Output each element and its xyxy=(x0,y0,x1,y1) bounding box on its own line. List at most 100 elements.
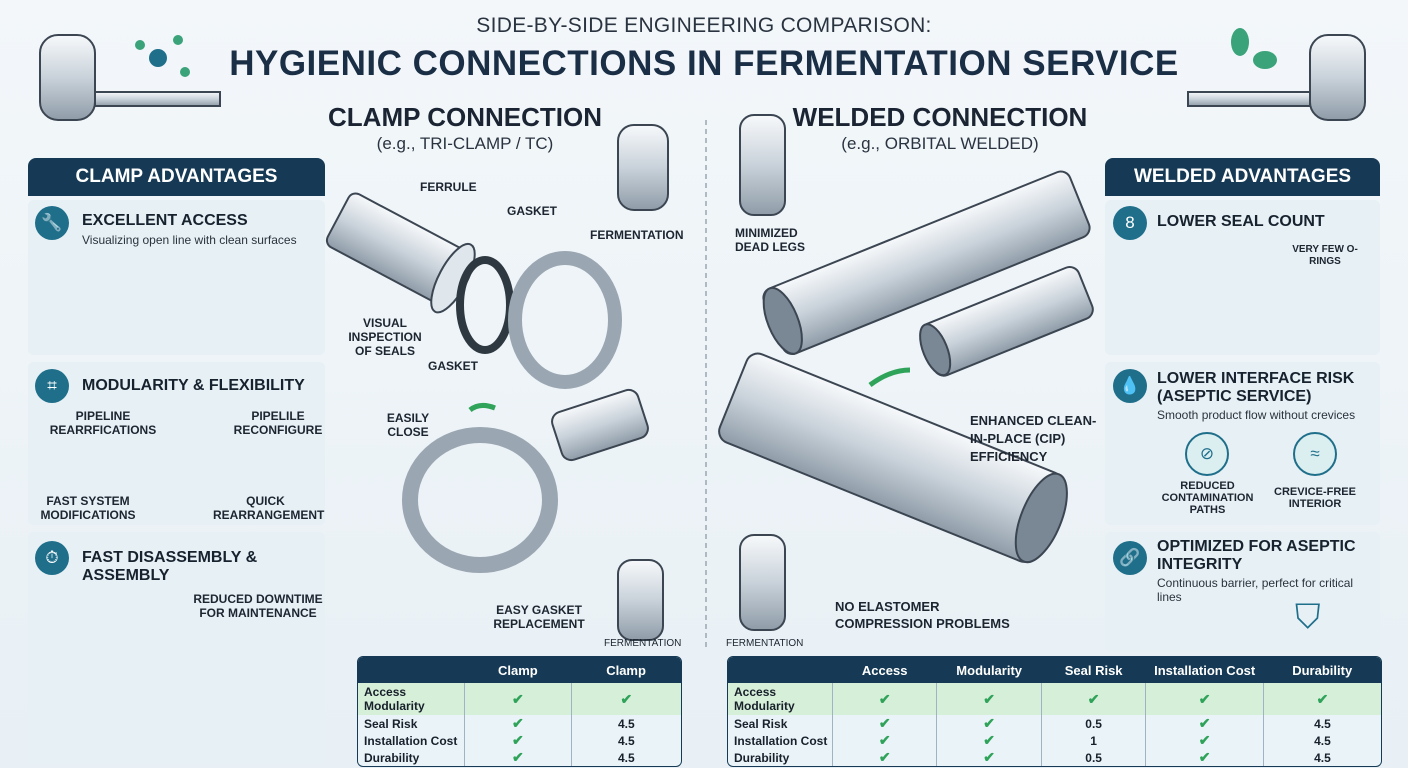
card-subtitle: Visualizing open line with clean surface… xyxy=(82,233,297,247)
label: REDUCED CONTAMINATION PATHS xyxy=(1161,480,1254,516)
callout-fermentation: FERMENTATION xyxy=(590,228,684,242)
check-icon: ✔ xyxy=(464,683,572,715)
droplet-icon: 💧 xyxy=(1113,369,1147,403)
header-kicker: SIDE-BY-SIDE ENGINEERING COMPARISON: xyxy=(476,14,932,37)
page-title: HYGIENIC CONNECTIONS IN FERMENTATION SER… xyxy=(229,44,1179,83)
table-cell: 4.5 xyxy=(1262,749,1381,766)
card-aseptic-integrity: 🔗 OPTIMIZED FOR ASEPTIC INTEGRITY Contin… xyxy=(1105,532,1380,652)
welded-pipe-upper xyxy=(762,170,1091,356)
table-cell: 4.5 xyxy=(570,732,681,749)
callout-fermentation: FERMENTATION xyxy=(726,638,804,649)
callout-ferrule: FERRULE xyxy=(420,180,477,194)
microbe-icon xyxy=(1231,28,1277,69)
table-row: Installation Cost ✔4.5 xyxy=(358,732,681,749)
check-icon: ✔ xyxy=(936,715,1042,732)
card-title: OPTIMIZED FOR ASEPTIC INTEGRITY xyxy=(1157,538,1356,573)
column-header: Installation Cost xyxy=(1145,657,1264,683)
column-header: Clamp xyxy=(571,657,681,683)
crevice-free-icon: ≈ xyxy=(1293,432,1337,476)
table-cell: Seal Risk xyxy=(734,716,788,731)
check-icon: ✔ xyxy=(464,749,572,766)
callout-fermentation: FERMENTATION xyxy=(604,638,682,649)
shield-check-icon: ⛉ xyxy=(1295,598,1321,636)
table-cell: Access Modularity xyxy=(358,683,465,715)
card-title: EXCELLENT ACCESS xyxy=(82,212,248,229)
card-excellent-access: 🔧 EXCELLENT ACCESS Visualizing open line… xyxy=(28,200,325,355)
table-row: Access Modularity✔✔ xyxy=(358,683,681,715)
check-icon: ✔ xyxy=(831,683,937,715)
seal-icon: 8 xyxy=(1113,206,1147,240)
table-cell: 4.5 xyxy=(1262,715,1381,732)
table-row: Seal Risk✔✔0.5✔4.5 xyxy=(728,715,1381,732)
card-title: LOWER INTERFACE RISK (ASEPTIC SERVICE) xyxy=(1157,370,1355,405)
card-fast-disassembly: ⏱ FAST DISASSEMBLY & ASSEMBLY REDUCED DO… xyxy=(28,532,325,764)
welded-advantages-panel: WELDED ADVANTAGES xyxy=(1105,158,1380,196)
table-cell: 4.5 xyxy=(1262,732,1381,749)
table-cell: 0.5 xyxy=(1040,749,1146,766)
card-title: FAST DISASSEMBLY & ASSEMBLY xyxy=(82,549,258,584)
table-row: Seal Risk ✔4.5 xyxy=(358,715,681,732)
label: VERY FEW O-RINGS xyxy=(1292,244,1358,267)
table-cell: 1 xyxy=(1040,732,1146,749)
check-icon: ✔ xyxy=(1145,715,1264,732)
clamp-closed xyxy=(402,427,558,573)
card-title: MODULARITY & FLEXIBILITY xyxy=(82,377,305,394)
callout-cip-efficiency: ENHANCED CLEAN-IN-PLACE (CIP) EFFICIENCY xyxy=(970,413,1097,464)
table-cell: Installation Cost xyxy=(364,733,458,748)
fermentation-tank-icon xyxy=(39,34,221,121)
callout-no-elastomer: NO ELASTOMER COMPRESSION PROBLEMS xyxy=(835,599,1010,631)
stopwatch-icon: ⏱ xyxy=(35,541,69,575)
callout-visual-inspection: VISUAL INSPECTION OF SEALS xyxy=(348,316,422,358)
check-icon: ✔ xyxy=(1145,749,1264,766)
table-row: Installation Cost✔✔1✔4.5 xyxy=(728,732,1381,749)
table-cell: 4.5 xyxy=(570,749,681,766)
check-icon: ✔ xyxy=(1145,683,1264,715)
card-title: LOWER SEAL COUNT xyxy=(1157,213,1325,230)
table-cell: Durability xyxy=(364,750,420,765)
column-header: Clamp xyxy=(464,657,572,683)
no-contamination-icon: ⊘ xyxy=(1185,432,1229,476)
clamp-section-title: CLAMP CONNECTION xyxy=(328,102,602,132)
check-icon: ✔ xyxy=(464,732,572,749)
callout-gasket: GASKET xyxy=(507,204,558,218)
check-icon: ✔ xyxy=(831,715,937,732)
check-icon: ✔ xyxy=(936,732,1042,749)
fermentation-tank-icon xyxy=(617,114,786,641)
table-cell: Durability xyxy=(734,750,790,765)
molecule-icon xyxy=(135,35,190,77)
clamp-advantages-panel: CLAMP ADVANTAGES xyxy=(28,158,325,196)
check-icon: ✔ xyxy=(1040,683,1146,715)
table-cell: Installation Cost xyxy=(734,733,828,748)
callout-easily-close: EASILY CLOSE xyxy=(386,411,430,439)
gasket xyxy=(456,256,514,354)
wrench-icon: 🔧 xyxy=(35,206,69,240)
fermentation-tank-icon xyxy=(1187,34,1366,121)
chain-link-icon: 🔗 xyxy=(1113,541,1147,575)
callout-gasket: GASKET xyxy=(428,359,479,373)
table-cell: 0.5 xyxy=(1040,715,1146,732)
label: PIPELILE RECONFIGURE xyxy=(233,409,323,437)
label: FAST SYSTEM MODIFICATIONS xyxy=(40,494,136,522)
column-header: Access xyxy=(832,657,937,683)
check-icon: ✔ xyxy=(831,749,937,766)
table-cell: Seal Risk xyxy=(364,716,418,731)
label: QUICK REARRANGEMENT xyxy=(213,494,325,522)
check-icon: ✔ xyxy=(464,715,572,732)
table-cell: 4.5 xyxy=(570,715,681,732)
label: REDUCED DOWNTIME FOR MAINTENANCE xyxy=(193,592,323,620)
table-row: Durability ✔4.5 xyxy=(358,749,681,766)
check-icon: ✔ xyxy=(570,683,681,715)
clamp-ring xyxy=(508,251,622,389)
welded-pipe-lower xyxy=(718,352,1068,564)
table-row: Access Modularity✔✔✔✔✔ xyxy=(728,683,1381,715)
check-icon: ✔ xyxy=(1145,732,1264,749)
column-header: Durability xyxy=(1263,657,1381,683)
column-header xyxy=(358,657,465,683)
clamp-advantages-title: CLAMP ADVANTAGES xyxy=(28,158,325,196)
check-icon: ✔ xyxy=(936,683,1042,715)
card-lower-interface-risk: 💧 LOWER INTERFACE RISK (ASEPTIC SERVICE)… xyxy=(1105,362,1380,525)
